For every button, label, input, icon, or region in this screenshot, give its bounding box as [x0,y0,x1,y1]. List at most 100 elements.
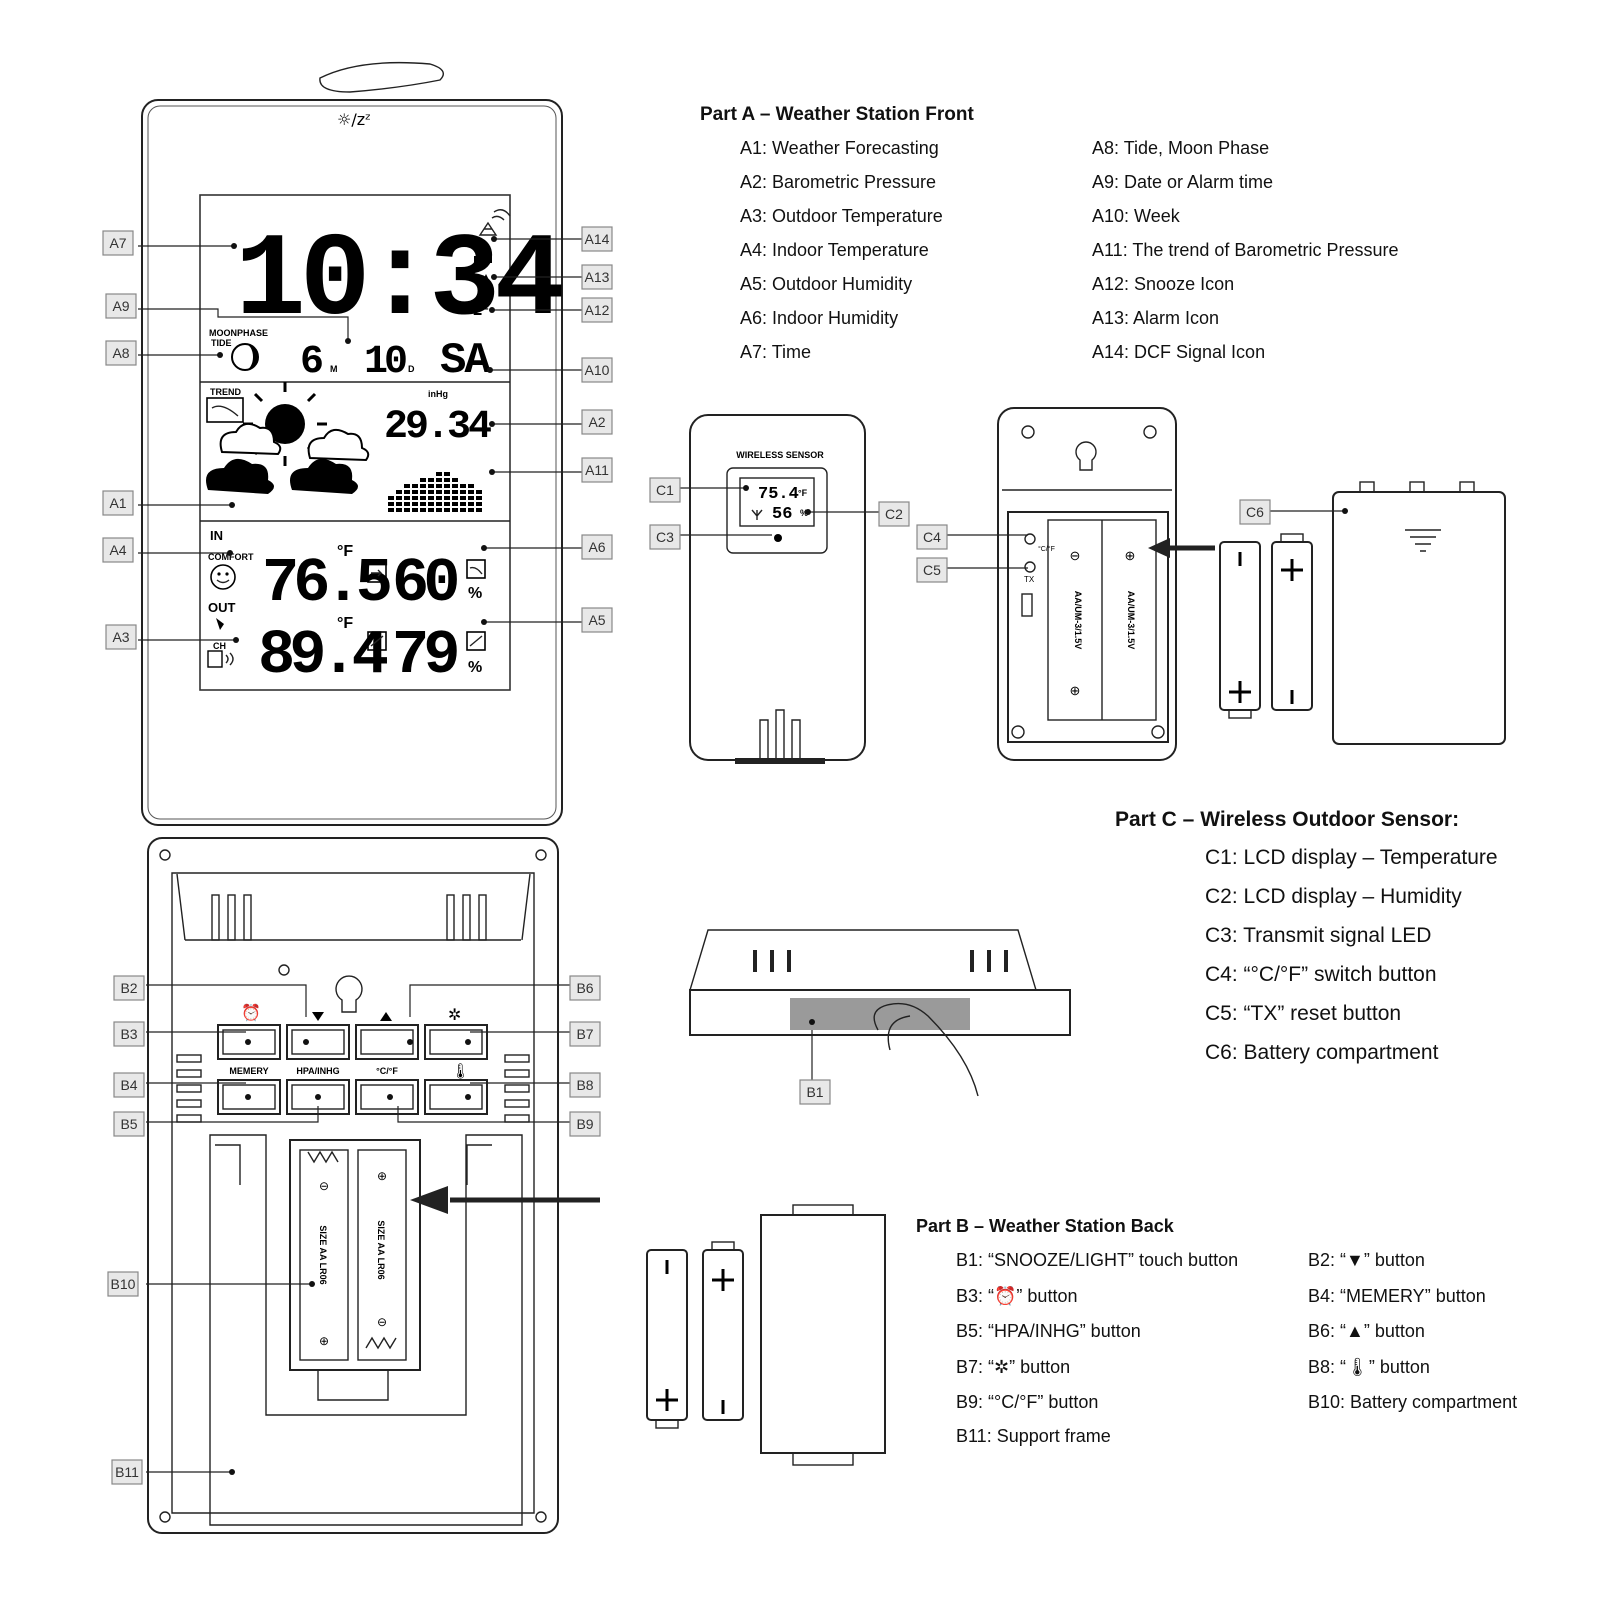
light-button[interactable] [424,1024,488,1060]
sensor-lcd [739,477,815,527]
sensor-back: ⊖ ⊕ ⊕ AA/UM-3/1.5V AA/UM-3/1.5V °C/°F TX [997,407,1215,761]
pressure-bar-segment [468,490,474,494]
back-unit: ⏰ ✲ MEMERY HPA/INHG °C/°F 🌡 ⊖ ⊕ ⊕ ⊖ [147,837,600,1534]
svg-text:⊖: ⊖ [1070,548,1081,563]
pressure-bar-segment [396,490,402,494]
svg-text:⊖: ⊖ [377,1315,387,1329]
day-display: 10 [364,340,406,385]
svg-text:⊕: ⊕ [1125,548,1136,563]
svg-text:⊕: ⊕ [1070,683,1081,698]
battery-cover-b [760,1214,886,1454]
callout-a12: A12 [581,297,613,323]
pressure-bar-segment [444,508,450,512]
callout-b1: B1 [799,1079,831,1105]
callout-label: C4 [923,529,941,545]
pressure-bar-segment [436,478,442,482]
pressure-bar-segment [436,490,442,494]
pressure-bar-segment [404,508,410,512]
callout-label: A9 [112,298,129,314]
legend-a-item: A4: Indoor Temperature [740,240,929,260]
callout-label: A14 [585,231,610,247]
pressure-bar-segment [388,496,394,500]
callout-a11: A11 [581,457,613,483]
down-button[interactable] [286,1024,350,1060]
outdoor-humidity-unit: % [468,659,482,676]
callout-label: A2 [588,414,605,430]
callout-label: B8 [576,1077,593,1093]
unit-toggle-button[interactable] [355,1079,419,1115]
pressure-bar-segment [460,484,466,488]
legend-b-item: B5: “HPA/INHG” button [956,1321,1141,1341]
pressure-bar-segment [468,508,474,512]
snooze-light-touch-button[interactable] [790,998,970,1030]
svg-text:⊖: ⊖ [319,1179,329,1193]
callout-label: C2 [885,506,903,522]
legend-a-item: A14: DCF Signal Icon [1092,342,1266,362]
pressure-unit: inHg [428,389,448,399]
callout-b4: B4 [113,1072,145,1098]
battery-slot-right [357,1149,407,1361]
loose-batteries-b [646,1204,886,1466]
callout-label: B4 [120,1077,137,1093]
down-arrow-icon [312,1012,324,1021]
callout-label: B10 [111,1276,136,1292]
callout-b7: B7 [569,1021,601,1047]
callout-label: A11 [585,462,609,478]
tx-reset-button[interactable] [1024,561,1036,573]
loose-batteries-c [1219,481,1506,745]
pressure-bar-segment [428,478,434,482]
antenna-icon [751,509,763,520]
callout-c1: C1 [649,477,681,503]
indoor-humidity-unit: % [468,585,482,602]
transmit-led [774,534,782,542]
pressure-bar-segment [476,496,482,500]
side-view [689,929,1071,1097]
pressure-bar-segment [388,508,394,512]
thermometer-button[interactable] [424,1079,488,1115]
sensor-housing [689,414,866,761]
indoor-temp-trend-icon [367,563,387,583]
legend-b-item: B3: “⏰” button [956,1286,1078,1306]
callout-label: A13 [585,269,610,285]
pressure-bar-segment [412,508,418,512]
pressure-bar-segment [412,484,418,488]
pressure-history-bars [388,472,482,512]
sensor-title: WIRELESS SENSOR [736,450,824,460]
pressure-bar-segment [428,490,434,494]
callout-c3: C3 [649,524,681,550]
callout-b3: B3 [113,1021,145,1047]
callout-label: A4 [109,542,126,558]
callout-a2: A2 [581,409,613,435]
pressure-bar-segment [420,484,426,488]
unit-switch-button[interactable] [1024,533,1036,545]
pressure-bar-segment [452,490,458,494]
legend-a-item: A6: Indoor Humidity [740,308,899,328]
tx-label: TX [1024,575,1035,584]
weekday-display: SA [440,336,491,386]
legend-c-item: C2: LCD display – Humidity [1205,885,1462,908]
pressure-bar-segment [452,484,458,488]
pressure-bar-segment [412,490,418,494]
cloud-icon-right [290,428,370,494]
unit-button-label: °C/°F [376,1066,398,1076]
callout-label: C1 [656,482,674,498]
trend-label: TREND [210,387,241,397]
pressure-bar-segment [428,502,434,506]
pressure-bar-segment [468,502,474,506]
callout-a4: A4 [102,537,134,563]
legend-a-item: A12: Snooze Icon [1092,274,1235,294]
pressure-bar-segment [460,502,466,506]
month-unit: M [330,364,338,374]
moonphase-label: MOONPHASE [209,328,268,338]
pressure-bar-segment [420,508,426,512]
pressure-bar-segment [404,484,410,488]
svg-text:⊕: ⊕ [377,1169,387,1183]
indoor-humidity-trend-icon [466,559,486,579]
svg-text:⊕: ⊕ [319,1334,329,1348]
callout-c4: C4 [916,524,948,550]
pressure-display: 29.34 [384,405,491,450]
battery-slot-left [299,1149,349,1361]
front-unit: ☼/zᶻ 10:34 zᶻ MOONPHASE TIDE 6 M 10 D SA… [141,61,568,826]
legend-part-a: Part A – Weather Station Front A1: Weath… [700,104,1560,364]
pressure-bar-segment [420,490,426,494]
